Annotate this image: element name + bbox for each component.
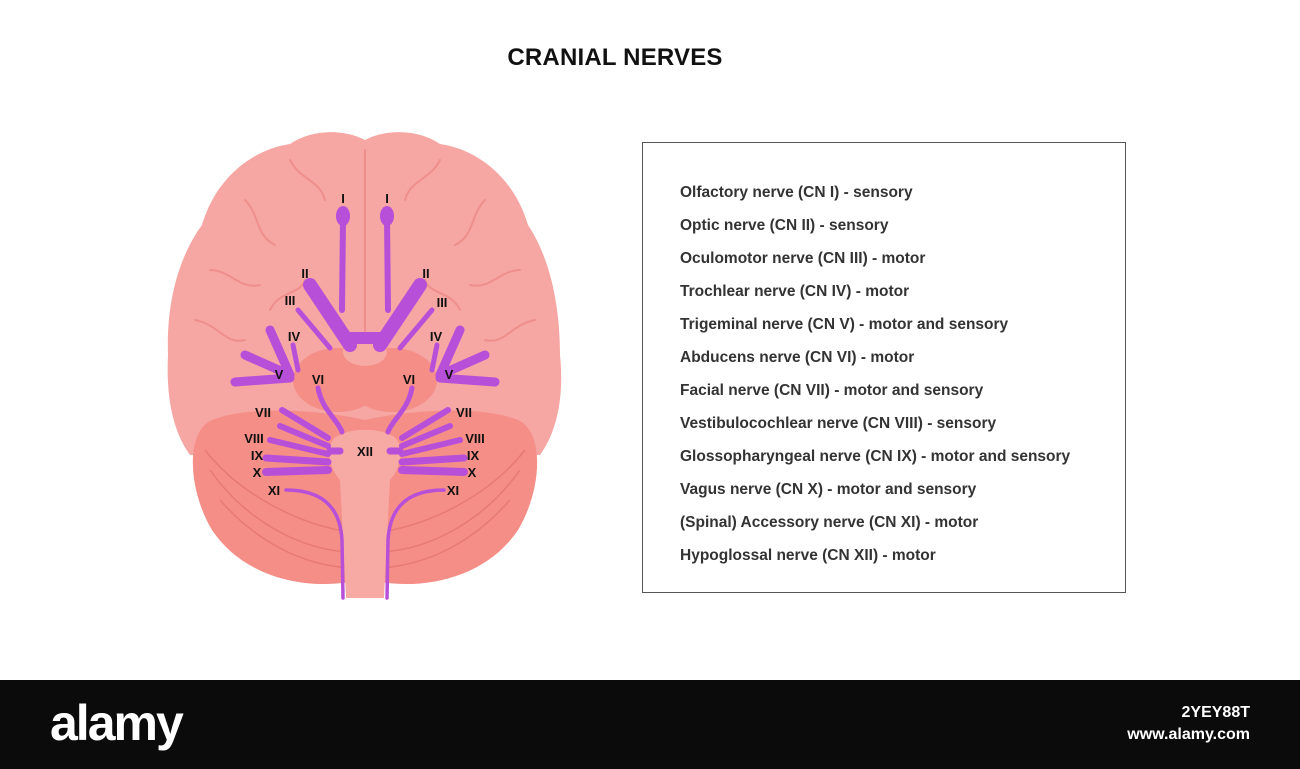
alamy-logo: alamy	[50, 695, 184, 751]
label-XI-left: XI	[268, 483, 280, 498]
brain-diagram: I I II II III III IV IV V V VI VI VII VI…	[150, 120, 580, 610]
label-IX-right: IX	[467, 448, 480, 463]
legend-item: Vestibulocochlear nerve (CN VIII) - sens…	[680, 415, 997, 432]
label-IV-right: IV	[430, 329, 443, 344]
legend-item: Hypoglossal nerve (CN XII) - motor	[680, 547, 936, 564]
label-XII: XII	[357, 444, 373, 459]
legend-item: Vagus nerve (CN X) - motor and sensory	[680, 481, 977, 498]
page-title: CRANIAL NERVES	[507, 44, 723, 71]
olfactory-bulbs	[336, 206, 394, 226]
label-VII-left: VII	[255, 405, 271, 420]
label-I-left: I	[341, 191, 345, 206]
legend-item: Oculomotor nerve (CN III) - motor	[680, 250, 926, 267]
cranial-nerves	[230, 217, 500, 600]
label-X-right: X	[468, 465, 477, 480]
label-X-left: X	[253, 465, 262, 480]
image-id: 2YEY88T	[1181, 704, 1250, 721]
legend-item: (Spinal) Accessory nerve (CN XI) - motor	[680, 514, 979, 531]
legend-item: Trochlear nerve (CN IV) - motor	[680, 283, 910, 300]
label-VIII-right: VIII	[465, 431, 485, 446]
legend-item: Trigeminal nerve (CN V) - motor and sens…	[680, 316, 1009, 333]
label-VI-right: VI	[403, 372, 415, 387]
legend-item: Olfactory nerve (CN I) - sensory	[680, 184, 913, 201]
legend-item: Optic nerve (CN II) - sensory	[680, 217, 889, 234]
label-IV-left: IV	[288, 329, 301, 344]
label-IX-left: IX	[251, 448, 264, 463]
label-VIII-left: VIII	[244, 431, 264, 446]
cerebellum-folds	[204, 449, 526, 569]
label-II-left: II	[301, 266, 308, 281]
nerve-labels: I I II II III III IV IV V V VI VI VII VI…	[244, 191, 485, 498]
footer-url: www.alamy.com	[1127, 726, 1250, 743]
label-III-left: III	[285, 293, 296, 308]
brainstem	[329, 429, 401, 598]
label-V-right: V	[445, 367, 454, 382]
brain-illustration: I I II II III III IV IV V V VI VI VII VI…	[167, 132, 562, 600]
label-III-right: III	[437, 295, 448, 310]
label-I-right: I	[385, 191, 389, 206]
legend-item: Facial nerve (CN VII) - motor and sensor…	[680, 382, 984, 399]
footer-bar: alamy 2YEY88T www.alamy.com	[0, 680, 1300, 769]
label-VII-right: VII	[456, 405, 472, 420]
label-II-right: II	[422, 266, 429, 281]
label-VI-left: VI	[312, 372, 324, 387]
label-XI-right: XI	[447, 483, 459, 498]
label-V-left: V	[275, 367, 284, 382]
legend-item: Glossopharyngeal nerve (CN IX) - motor a…	[680, 448, 1071, 465]
legend-item: Abducens nerve (CN VI) - motor	[680, 349, 915, 366]
